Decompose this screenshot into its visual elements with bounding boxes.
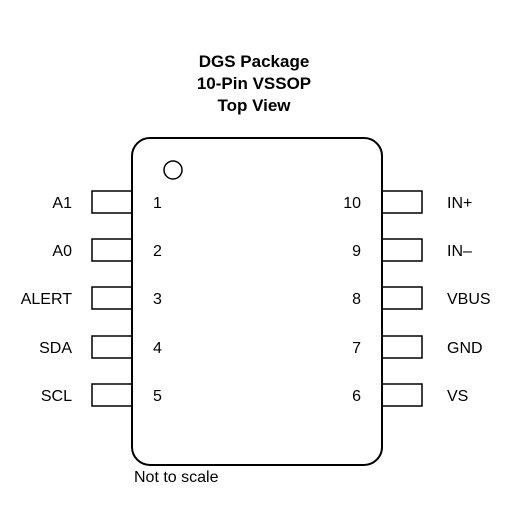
pin-lead-left — [91, 286, 132, 310]
pin1-indicator — [163, 160, 183, 180]
pin-lead-right — [382, 335, 423, 359]
pin-name-label: IN+ — [447, 195, 472, 212]
pin-name-label: A1 — [52, 195, 72, 212]
pin-number-label: 6 — [352, 388, 361, 405]
scale-note: Not to scale — [134, 469, 219, 486]
pin-number-label: 5 — [153, 388, 162, 405]
pin-number-label: 1 — [153, 195, 162, 212]
package-title: DGS Package — [199, 52, 310, 71]
pin-lead-left — [91, 190, 132, 214]
pin-number-label: 10 — [343, 195, 361, 212]
pin-name-label: VS — [447, 388, 468, 405]
pin-name-label: IN– — [447, 243, 472, 260]
package-body — [131, 137, 383, 466]
pin-lead-right — [382, 286, 423, 310]
pin-lead-left — [91, 383, 132, 407]
pin-name-label: SCL — [41, 388, 72, 405]
package-subtitle: 10-Pin VSSOP — [197, 74, 311, 93]
pin-name-label: GND — [447, 340, 483, 357]
pin-lead-left — [91, 335, 132, 359]
pin-number-label: 7 — [352, 340, 361, 357]
pin-number-label: 3 — [153, 291, 162, 308]
pin-lead-left — [91, 238, 132, 262]
view-label: Top View — [217, 96, 291, 115]
pin-name-label: SDA — [39, 340, 72, 357]
pin-number-label: 9 — [352, 243, 361, 260]
pin-number-label: 2 — [153, 243, 162, 260]
pin-name-label: VBUS — [447, 291, 491, 308]
pin-lead-right — [382, 238, 423, 262]
right-pin-row: 10 IN+ 9 IN– 8 VBUS 7 GND 6 VS — [343, 190, 491, 407]
pin-lead-right — [382, 383, 423, 407]
pin-name-label: A0 — [52, 243, 72, 260]
pin-name-label: ALERT — [21, 291, 73, 308]
pin-number-label: 8 — [352, 291, 361, 308]
pin-number-label: 4 — [153, 340, 162, 357]
pin-lead-right — [382, 190, 423, 214]
